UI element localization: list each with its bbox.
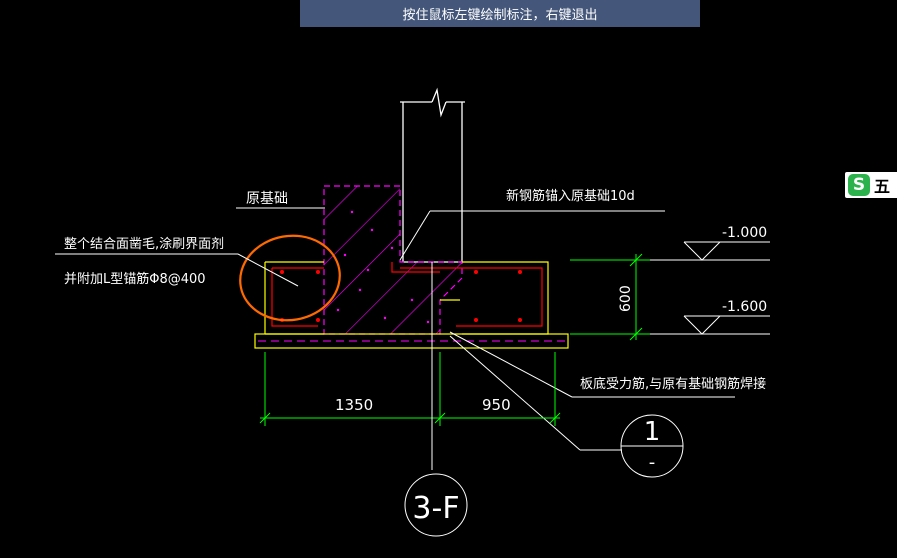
label-note-line1: 整个结合面凿毛,涂刷界面剂 (64, 236, 224, 252)
level-bottom: -1.600 (722, 299, 767, 315)
label-note-line2: 并附加L型锚筋Φ8@400 (64, 271, 206, 287)
label-existing-foundation: 原基础 (246, 190, 288, 207)
horizontal-dimension (259, 352, 561, 426)
ime-mode-label[interactable]: 五 (874, 177, 891, 196)
cushion-layer (254, 333, 569, 349)
dim-right: 950 (482, 396, 511, 414)
sogou-ime-icon[interactable]: S (848, 174, 870, 196)
existing-foundation-section (323, 185, 463, 335)
column-outline (400, 87, 465, 263)
markup-circle (239, 234, 341, 322)
status-message: 按住鼠标左键绘制标注，右键退出 (402, 8, 598, 23)
level-top: -1.000 (722, 225, 767, 241)
elevation-marks (572, 241, 770, 335)
status-bar: 按住鼠标左键绘制标注，右键退出 (300, 0, 700, 27)
ime-toolbar[interactable]: S 五 (845, 172, 897, 198)
grid-axis (404, 262, 468, 537)
label-rebar-anchor: 新钢筋锚入原基础10d (506, 188, 635, 204)
detail-number: 1 (644, 417, 661, 447)
axis-label: 3-F (412, 491, 459, 526)
label-bottom-rebar: 板底受力筋,与原有基础钢筋焊接 (580, 376, 766, 392)
dim-left: 1350 (335, 396, 373, 414)
dim-height: 600 (618, 285, 634, 312)
reinforcement-bars (271, 262, 543, 327)
leader-lines (55, 207, 735, 451)
detail-mark (620, 414, 684, 478)
vertical-dimension (570, 253, 650, 341)
detail-sheet: - (649, 452, 656, 473)
